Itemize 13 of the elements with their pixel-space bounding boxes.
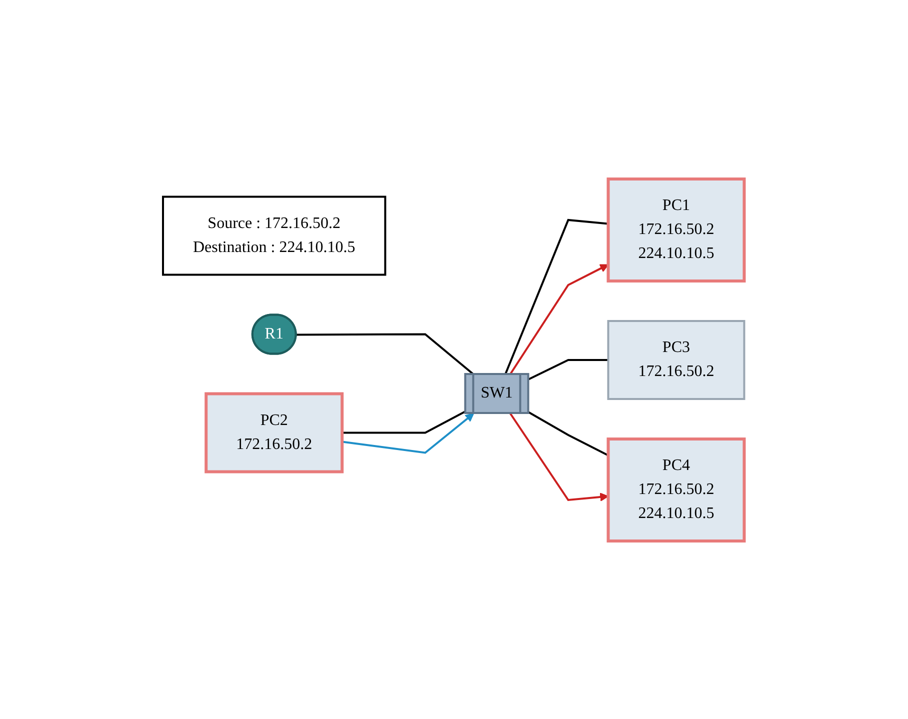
arrow: [510, 264, 609, 375]
node-box: PC3 172.16.50.2: [608, 320, 746, 400]
node-box: Source : 172.16.50.2 Destination : 224.10.10.5: [162, 195, 387, 276]
connector: [528, 358, 609, 380]
connector: [296, 332, 475, 375]
node-box: PC1 172.16.50.2 224.10.10.5: [607, 177, 746, 282]
connector: [504, 218, 609, 374]
node-box: PC4 172.16.50.2 224.10.10.5: [607, 437, 746, 542]
arrow: [342, 412, 474, 454]
arrow: [510, 412, 609, 501]
connector: [528, 410, 610, 456]
connector: [342, 410, 467, 434]
node-box: PC2 172.16.50.2: [205, 392, 344, 473]
